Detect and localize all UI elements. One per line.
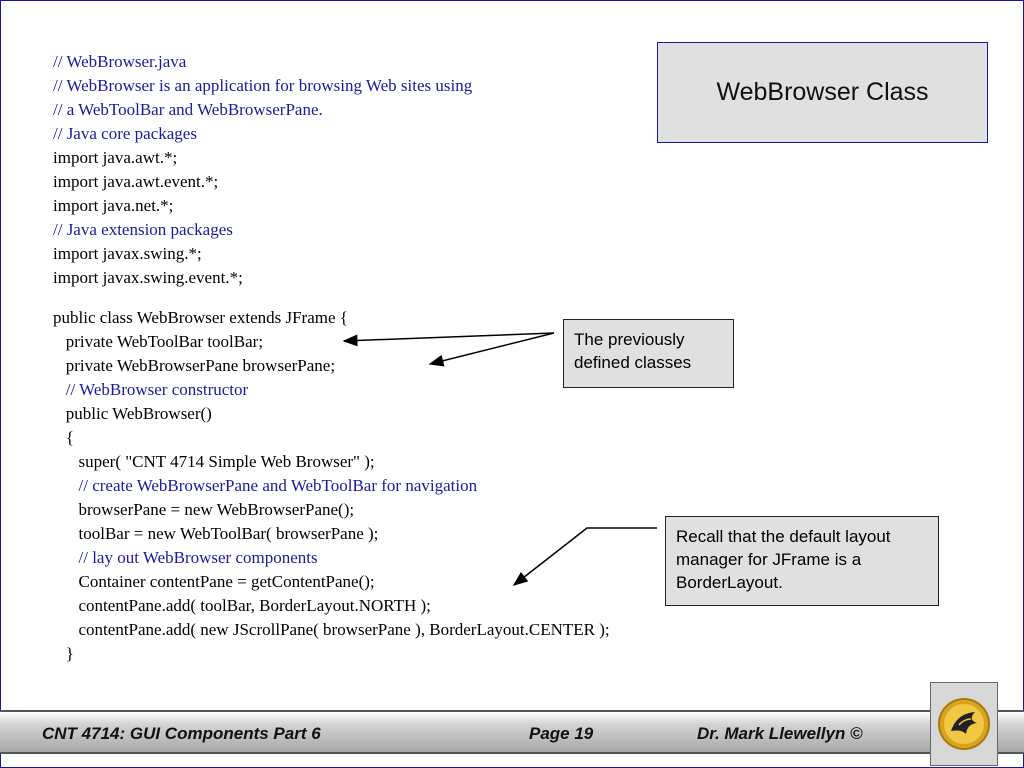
logo-box <box>930 682 998 766</box>
code-line: contentPane.add( new JScrollPane( browse… <box>53 620 610 639</box>
slide-title: WebBrowser Class <box>716 78 929 106</box>
code-line: import java.net.*; <box>53 196 174 215</box>
code-comment-line: // a WebToolBar and WebBrowserPane. <box>53 100 323 119</box>
footer-bar <box>0 710 1024 754</box>
code-line: { <box>53 428 74 447</box>
code-comment-line: // Java extension packages <box>53 220 233 239</box>
code-line: } <box>53 644 74 663</box>
code-listing: // WebBrowser.java // WebBrowser is an ap… <box>53 50 610 666</box>
footer-page-number: Page 19 <box>529 724 594 743</box>
footer-author: Dr. Mark Llewellyn © <box>697 724 863 743</box>
footer-course: CNT 4714: GUI Components Part 6 <box>42 724 321 743</box>
code-line: public class WebBrowser extends JFrame { <box>53 308 348 327</box>
code-comment-line: // WebBrowser.java <box>53 52 187 71</box>
slide-footer: CNT 4714: GUI Components Part 6 Page 19 … <box>0 682 1024 766</box>
code-line: import java.awt.*; <box>53 148 178 167</box>
slide-title-box: WebBrowser Class <box>657 42 988 143</box>
callout-layout-line-2: manager for JFrame is a <box>676 550 862 569</box>
callout-previous-line-2: defined classes <box>574 353 692 372</box>
code-line: browserPane = new WebBrowserPane(); <box>53 500 355 519</box>
code-line: private WebBrowserPane browserPane; <box>53 356 336 375</box>
code-line: import javax.swing.event.*; <box>53 268 243 287</box>
pegasus-logo-icon <box>938 698 990 750</box>
code-line: import javax.swing.*; <box>53 244 202 263</box>
code-comment-line: // lay out WebBrowser components <box>53 548 318 567</box>
code-comment-line: // create WebBrowserPane and WebToolBar … <box>53 476 478 495</box>
callout-layout-line-3: BorderLayout. <box>676 573 783 592</box>
callout-layout-line-1: Recall that the default layout <box>676 527 891 546</box>
code-line <box>53 290 610 306</box>
code-line: contentPane.add( toolBar, BorderLayout.N… <box>53 596 431 615</box>
code-comment-line: // WebBrowser constructor <box>53 380 249 399</box>
callout-previous-classes: The previously defined classes <box>563 319 734 388</box>
code-line: super( "CNT 4714 Simple Web Browser" ); <box>53 452 375 471</box>
callout-border-layout: Recall that the default layout manager f… <box>665 516 939 606</box>
code-line: public WebBrowser() <box>53 404 212 423</box>
code-line: Container contentPane = getContentPane()… <box>53 572 375 591</box>
code-line: toolBar = new WebToolBar( browserPane ); <box>53 524 379 543</box>
code-comment-line: // WebBrowser is an application for brow… <box>53 76 473 95</box>
code-line: import java.awt.event.*; <box>53 172 219 191</box>
callout-previous-line-1: The previously <box>574 330 685 349</box>
code-line: private WebToolBar toolBar; <box>53 332 264 351</box>
code-comment-line: // Java core packages <box>53 124 197 143</box>
